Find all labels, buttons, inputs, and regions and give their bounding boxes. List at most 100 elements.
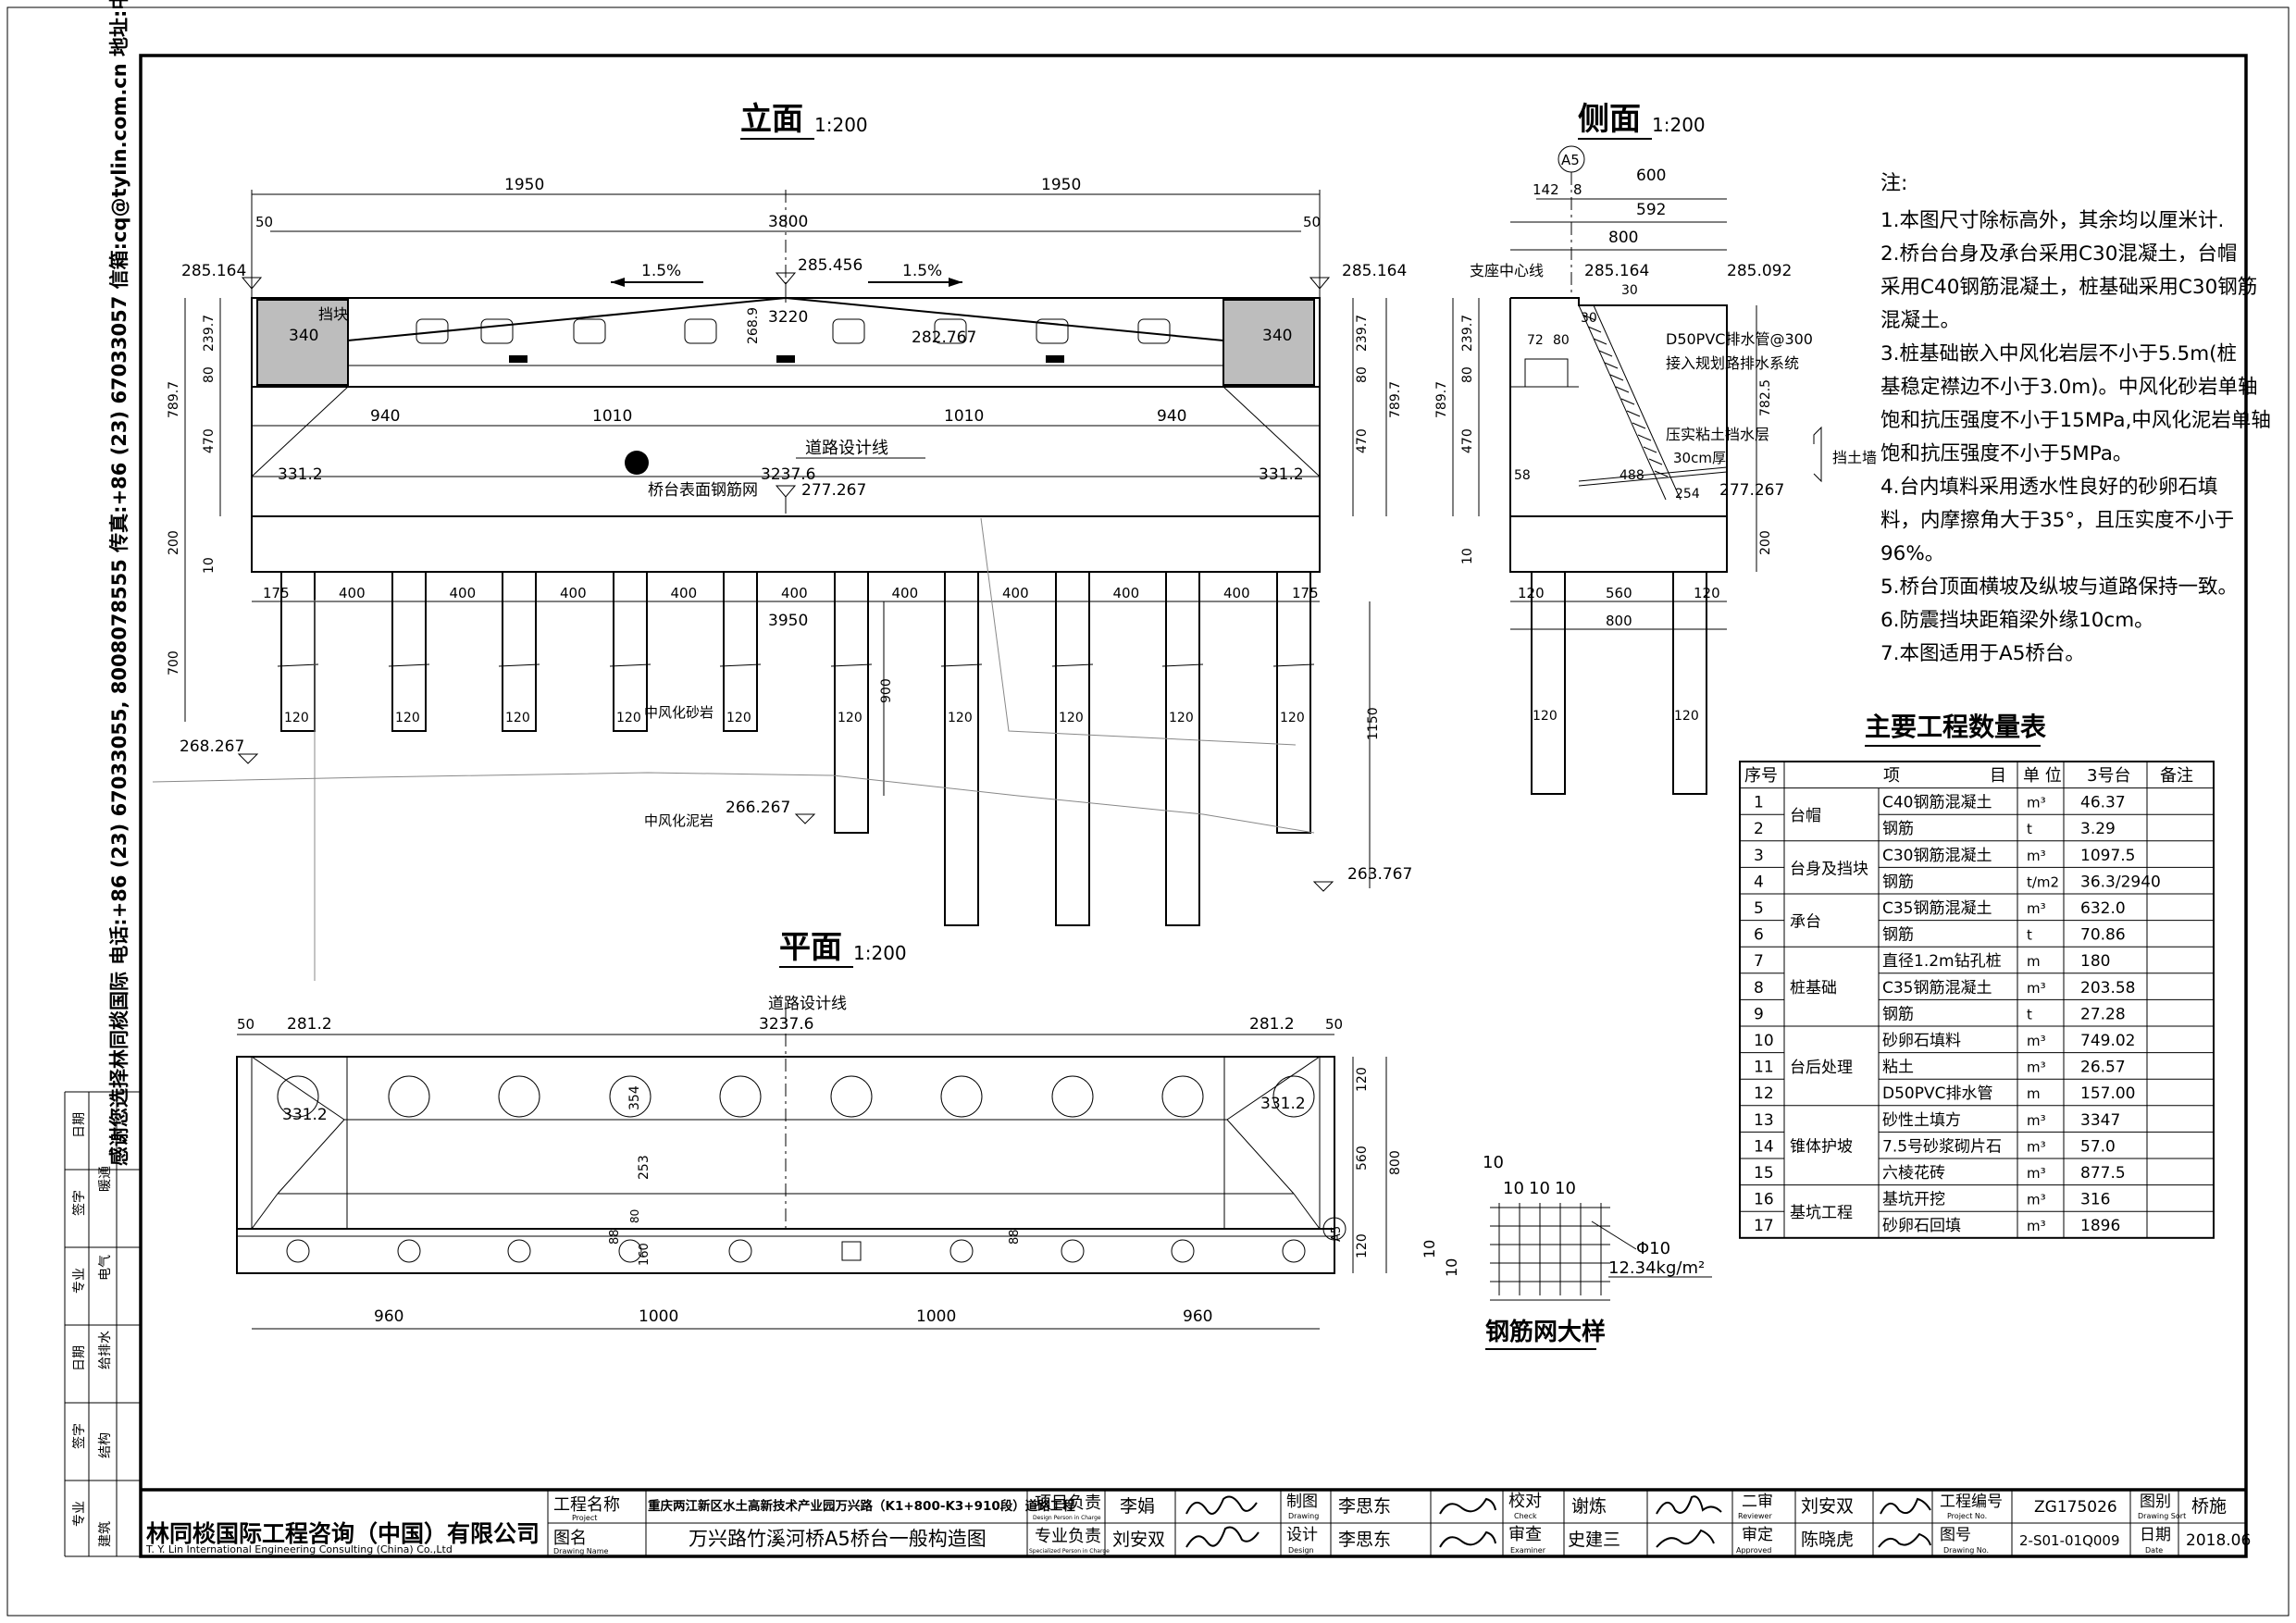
sign-cell-label: 专业 — [72, 1268, 87, 1294]
dim-340-left: 340 — [289, 327, 318, 345]
pile — [1055, 571, 1090, 926]
slope-right: 1.5% — [902, 262, 942, 280]
note-line: 96%。 — [1880, 542, 1944, 565]
qty-row-value: 877.5 — [2080, 1164, 2126, 1183]
qty-table-title: 主要工程数量表 — [1865, 712, 2046, 742]
block-label: 挡块 — [318, 305, 348, 323]
draw-name: 李思东 — [1338, 1496, 1391, 1517]
qty-row-item: C40钢筋混凝土 — [1882, 794, 1992, 812]
pile-dia-label: 120 — [948, 711, 973, 725]
pile-cap — [251, 515, 1321, 573]
qty-row-unit: m³ — [2027, 1218, 2046, 1234]
signature-check — [1656, 1495, 1722, 1515]
plan-dim-3237.6: 3237.6 — [759, 1015, 813, 1034]
qty-row-no: 10 — [1754, 1032, 1774, 1050]
sort-label-en: Drawing Sort — [2138, 1512, 2186, 1520]
discipline-label: 电气 — [98, 1255, 113, 1281]
elev-285.164-left: 285.164 — [181, 262, 246, 280]
dim-470-left: 470 — [202, 428, 217, 453]
pile — [1276, 571, 1311, 834]
bearing-center-label: 支座中心线 — [1470, 262, 1544, 279]
pm-name: 李娟 — [1120, 1496, 1155, 1517]
plan-dim-1000-b: 1000 — [916, 1307, 956, 1326]
note-line: 4.台内填料采用透水性良好的砂卵石填 — [1880, 476, 2218, 499]
signature-review — [1880, 1497, 1931, 1515]
plan-view: 平面 1:200 道路设计线 50 281.2 3237.6 281.2 50 … — [236, 929, 1403, 1330]
signature-exam — [1656, 1529, 1715, 1548]
drawing-date: 2018.06 — [2186, 1531, 2251, 1550]
qty-header: 序号 — [1744, 766, 1778, 786]
spec-label-en: Specialized Person in Charge — [1029, 1548, 1110, 1555]
dim-80-side: 80 — [1553, 333, 1570, 348]
qty-row-item: 钢筋 — [1882, 873, 1914, 891]
dim-8: 8 — [1573, 181, 1582, 198]
qty-row-value: 316 — [2080, 1191, 2110, 1209]
dim-3237.6: 3237.6 — [761, 465, 815, 484]
draw-label: 制图 — [1286, 1493, 1318, 1511]
qty-row-value: 36.3/2940 — [2080, 873, 2161, 891]
qty-group-name: 基坑工程 — [1790, 1204, 1853, 1222]
notes: 注: 1.本图尺寸除标高外，其余均以厘米计.2.桥台台身及承台采用C30混凝土，… — [1880, 172, 2271, 665]
mesh-marker — [625, 451, 649, 475]
qty-row-no: 5 — [1754, 899, 1764, 918]
company-name: 林同棪国际工程咨询（中国）有限公司 — [146, 1520, 540, 1547]
dim-80-left: 80 — [202, 366, 217, 383]
qty-row-no: 11 — [1754, 1059, 1774, 1077]
elev-277.267: 277.267 — [801, 481, 866, 500]
pile-spacing-label: 400 — [560, 585, 587, 601]
girder-opening — [684, 318, 717, 344]
check-label: 校对 — [1508, 1492, 1542, 1511]
qty-row-no: 14 — [1754, 1137, 1774, 1156]
plan-pile-bottom — [507, 1239, 531, 1263]
qty-group-name: 锥体护坡 — [1790, 1138, 1853, 1157]
side-dim-782.5: 782.5 — [1758, 379, 1773, 416]
retaining-block-left — [256, 299, 349, 386]
exam-label-en: Examiner — [1510, 1546, 1546, 1555]
qty-row-no: 12 — [1754, 1084, 1774, 1103]
plan-drain-hole — [1061, 1239, 1085, 1263]
drawing-sort: 桥施 — [2191, 1496, 2227, 1517]
dim-50-left: 50 — [255, 214, 273, 230]
note-line: 基稳定襟边不小于3.0m)。中风化砂岩单轴 — [1880, 376, 2258, 399]
note-line: 饱和抗压强度不小于5MPa。 — [1880, 442, 2132, 465]
pile-spacing-label: 400 — [339, 585, 366, 601]
pile-dia-label: 120 — [838, 711, 863, 725]
mesh-weight: 12.34kg/m² — [1608, 1258, 1705, 1278]
qty-row-no: 7 — [1754, 952, 1764, 971]
drawing-label: 图名 — [553, 1529, 587, 1548]
pile-spacing-label: 400 — [1113, 585, 1140, 601]
design-name: 李思东 — [1338, 1530, 1391, 1550]
signature-draw — [1439, 1497, 1496, 1515]
side-elev-285.092: 285.092 — [1727, 262, 1792, 280]
check-name: 谢炼 — [1571, 1496, 1607, 1517]
qty-row-unit: m³ — [2027, 1138, 2046, 1155]
dim-592: 592 — [1636, 201, 1666, 219]
plan-pile-top — [1051, 1075, 1094, 1118]
girder-opening — [573, 318, 606, 344]
side-view: 侧面 1:200 A5 142 8 600 592 800 支座中心线 285.… — [1434, 101, 1877, 795]
project-label-en: Project — [572, 1514, 597, 1522]
mesh-dim-10-side-b: 10 — [1443, 1258, 1460, 1277]
sign-cell-label: 签字 — [71, 1423, 87, 1449]
plan-pile-top — [388, 1075, 430, 1118]
qty-row-item: 六棱花砖 — [1882, 1164, 1945, 1183]
review-name: 刘安双 — [1801, 1496, 1854, 1517]
elev-268.267: 268.267 — [180, 737, 244, 756]
qty-header: 单 位 — [2023, 766, 2062, 786]
dim-331.2-left: 331.2 — [278, 465, 323, 484]
qty-row-value: 1097.5 — [2080, 847, 2135, 865]
note-line: 料，内摩擦角大于35°，且压实度不小于 — [1880, 509, 2234, 532]
approve-label: 审定 — [1742, 1526, 1773, 1544]
qty-row-item: 钢筋 — [1882, 926, 1914, 945]
side-elev-277.267: 277.267 — [1719, 481, 1784, 500]
retaining-block-right — [1222, 299, 1315, 386]
qty-row-value: 180 — [2080, 952, 2110, 971]
plan-pile-bottom — [728, 1239, 752, 1263]
clay-label-2: 30cm厚 — [1673, 450, 1726, 466]
discipline-label: 给排水 — [98, 1331, 113, 1369]
qty-row-unit: t — [2027, 927, 2032, 944]
qty-row-unit: t/m2 — [2027, 873, 2059, 890]
side-title: 侧面 — [1578, 101, 1641, 138]
